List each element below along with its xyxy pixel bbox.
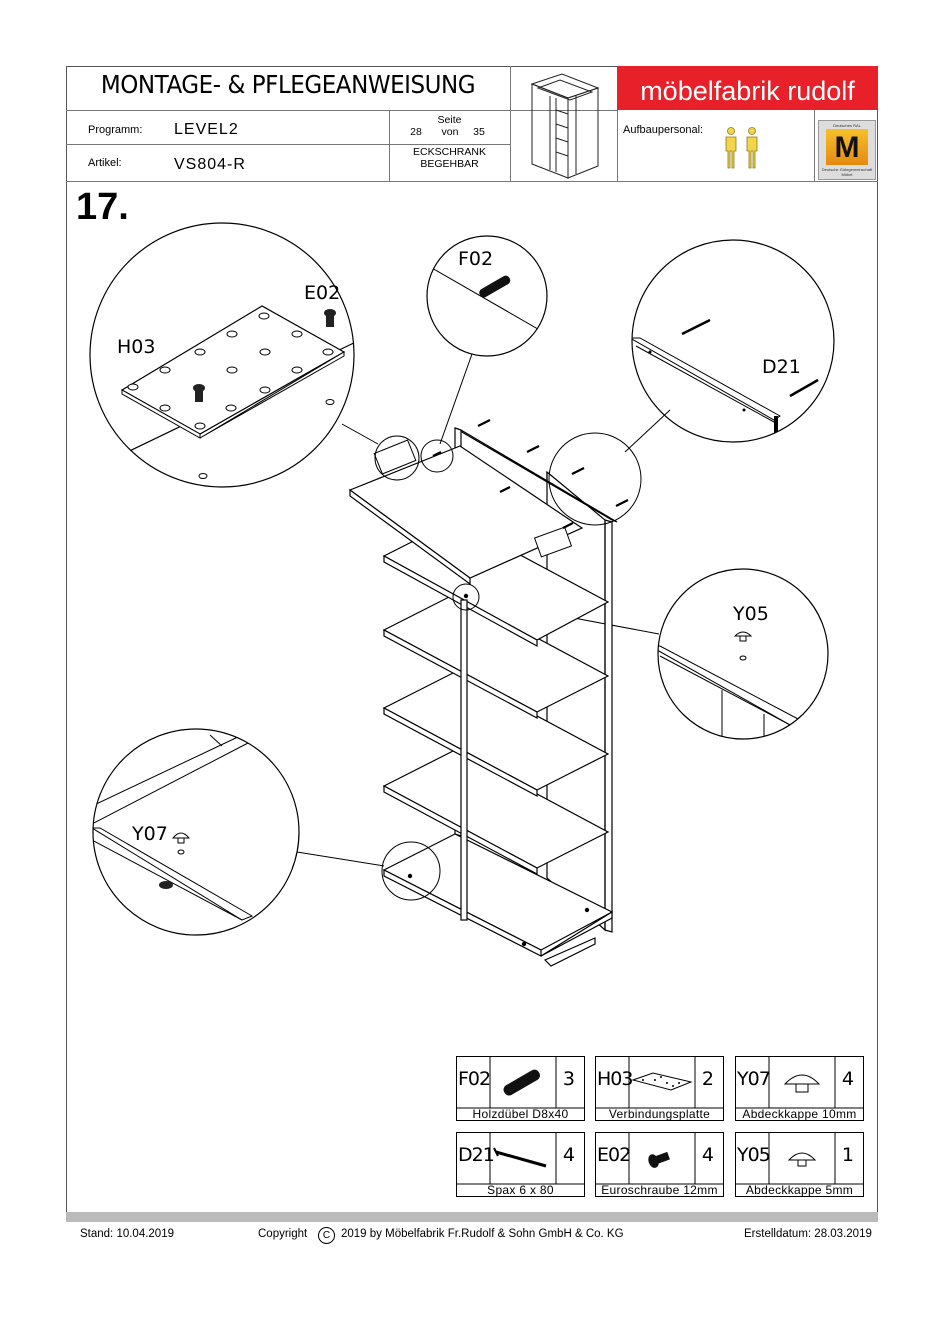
seite-label: Seite (437, 114, 462, 126)
cabinet-thumbnail-icon (530, 73, 600, 179)
callout-f02: F02 (458, 248, 494, 270)
artikel-label: Artikel: (88, 157, 122, 169)
detail-marker-circle (374, 435, 420, 481)
connecting-plate-icon (631, 1072, 693, 1091)
stand-date: Stand: 10.04.2019 (80, 1228, 174, 1240)
page-total: 35 (473, 126, 485, 138)
programm-label: Programm: (88, 124, 143, 136)
euro-screw-icon (648, 1151, 670, 1168)
leader-line (439, 353, 473, 445)
part-box-y07: Y07 4 Abdeckkappe 10mm (735, 1056, 864, 1121)
callout-y05: Y05 (733, 603, 769, 625)
cover-cap-icon (787, 1152, 817, 1167)
cover-cap-icon (171, 832, 191, 855)
detail-marker-circle (381, 841, 441, 901)
programm-value: LEVEL2 (174, 121, 239, 138)
product-line2: BEGEHBAR (420, 158, 479, 170)
dowel-icon (503, 1069, 540, 1096)
callout-e02: E02 (304, 282, 341, 304)
part-box-d21: D21 4 Spax 6 x 80 (456, 1132, 585, 1197)
dowel-icon (479, 275, 511, 298)
header: MONTAGE- & PFLEGEANWEISUNG Programm: LEV… (66, 66, 878, 182)
copyright-text: 2019 by Möbelfabrik Fr.Rudolf & Sohn Gmb… (341, 1228, 624, 1240)
leader-line (341, 423, 379, 445)
screw-icon (493, 1147, 547, 1168)
footer-band (66, 1212, 878, 1222)
detail-marker-circle (548, 432, 642, 526)
copyright-label: Copyright (258, 1228, 308, 1240)
cabinet-body (348, 427, 618, 967)
two-persons-icon (725, 127, 758, 169)
page-number: 28 (410, 126, 422, 138)
part-box-e02: E02 4 Euroschraube 12mm (595, 1132, 724, 1197)
callout-d21: D21 (762, 356, 801, 378)
callout-h03: H03 (117, 336, 156, 358)
leader-line (624, 409, 671, 453)
quality-seal-logo: Deutsches RAL M Deutsche Gütegemeinschaf… (818, 120, 876, 180)
page-von: von (441, 126, 459, 138)
product-line1: ECKSCHRANK (413, 146, 486, 158)
part-box-h03: H03 2 Verbindungsplatte (595, 1056, 724, 1121)
screw-icon (681, 318, 819, 398)
detail-marker-circle (452, 583, 480, 611)
artikel-value: VS804-R (174, 156, 246, 173)
callout-y07: Y07 (132, 823, 168, 845)
leader-line (296, 851, 385, 867)
step-number: 17. (76, 186, 129, 228)
document-title: MONTAGE- & PFLEGEANWEISUNG (100, 70, 476, 99)
cover-cap-icon (733, 631, 753, 661)
copyright-symbol: C (318, 1227, 335, 1244)
part-box-f02: F02 3 Holzdübel D8x40 (456, 1056, 585, 1121)
aufbaupersonal-label: Aufbaupersonal: (623, 124, 704, 136)
detail-marker-circle (420, 439, 454, 473)
part-box-y05: Y05 1 Abdeckkappe 5mm (735, 1132, 864, 1197)
cover-cap-icon (783, 1074, 821, 1093)
brand-logo: möbelfabrik rudolf (617, 66, 878, 110)
erstelldatum: Erstelldatum: 28.03.2019 (744, 1228, 872, 1240)
